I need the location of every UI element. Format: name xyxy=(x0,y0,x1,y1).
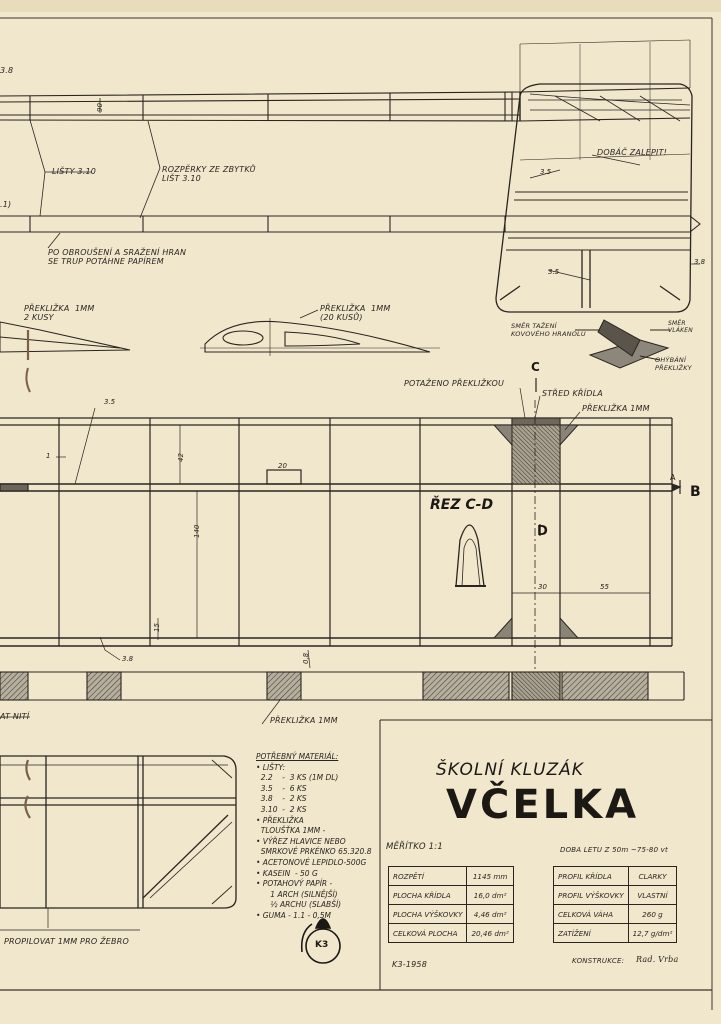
wing-dim-140: 140 xyxy=(193,524,201,538)
materials-line: • PŘEKLIŽKA xyxy=(256,815,304,825)
leading-edge-plywood-label: PŘEKLIŽKA 1mm xyxy=(270,716,338,725)
tip-plywood-label: PŘEKLIŽKA 1mm 2 KUSY xyxy=(24,304,95,322)
wing-center-plywood xyxy=(492,400,580,680)
wing-center-label: STŘED KŘÍDLA xyxy=(542,389,603,398)
wing-rib-sketch xyxy=(200,309,440,356)
section-mark-d: D xyxy=(537,524,548,539)
section-mark-b: B xyxy=(690,484,701,500)
center-plywood-label: PŘEKLIŽKA 1mm xyxy=(582,404,650,413)
spec-value: VLASTNÍ xyxy=(627,885,678,905)
plywood-bending-sketch xyxy=(575,319,670,369)
materials-line: • ACETONOVÉ LEPIDLO-500g xyxy=(256,857,367,867)
thread-label: AT NITÍ xyxy=(0,712,30,721)
wing-dim-30: 30 xyxy=(538,583,547,591)
elevator-plan xyxy=(0,755,237,909)
pull-direction-label: SMĚR TAŽENÍ KOVOVÉHO HRANOLU xyxy=(511,322,586,338)
spec-value: 12,7 g/dm² xyxy=(627,923,678,943)
wing-plan xyxy=(0,417,682,647)
stab-dim-a: 3.5 xyxy=(540,168,552,176)
spec-value: 16,0 dm² xyxy=(466,885,514,905)
dobac-note: DOBÁČ ZALEPIT! xyxy=(597,148,668,157)
spec-label: PLOCHA KŘÍDLA xyxy=(387,885,468,905)
rib-section-cd xyxy=(455,524,486,587)
year-mark: K3-1958 xyxy=(392,960,427,969)
wing-leading-edge-strip xyxy=(0,649,685,725)
title-name: VČELKA xyxy=(446,782,640,828)
spec-label: PROFIL KŘÍDLA xyxy=(553,866,629,886)
k3-logo xyxy=(300,918,341,964)
spec-value: 4,46 dm² xyxy=(466,904,514,924)
grain-direction-label: SMĚR VLÁKEN xyxy=(668,320,693,334)
materials-heading: POTŘEBNÝ MATERIÁL: xyxy=(256,752,339,761)
spec-label: ROZPĚTÍ xyxy=(387,866,468,886)
leading-edge-dim: 0,8 xyxy=(302,652,310,664)
saw-note: PROPILOVAT 1mm PRO ŽEBRO xyxy=(4,937,129,946)
spec-label: PLOCHA VÝŠKOVKY xyxy=(387,904,468,924)
wing-dim-1: 1 xyxy=(46,452,51,460)
materials-line: • VÝŘEZ HLAVICE nebo xyxy=(256,836,346,846)
spec-label: CELKOVÁ PLOCHA xyxy=(387,923,468,943)
wing-dim-15: 15 xyxy=(153,623,161,632)
spec-value: 20,46 dm² xyxy=(466,923,514,943)
wing-spar-dim: 3.5 xyxy=(104,398,116,406)
wingtip-plywood-sketch xyxy=(0,321,131,393)
signature-label: KONSTRUKCE: xyxy=(572,957,625,965)
title-subtitle: ŠKOLNÍ KLUZÁK xyxy=(436,760,584,780)
materials-line: 1 ARCH (SILNĚJŠÍ) xyxy=(256,889,338,899)
bending-label: OHÝBÁNÍ PŘEKLIŽKY xyxy=(655,356,692,372)
rozperky-label: ROZPĚRKY ZE ZBYTKŮ LIŠT 3.10 xyxy=(162,165,256,183)
materials-line: • KASEIN - 50 g xyxy=(256,868,318,878)
wing-dim-42: 42 xyxy=(177,453,185,462)
wing-dim-20: 20 xyxy=(278,462,287,470)
materials-line: • LIŠTY: xyxy=(256,762,285,772)
materials-line: 3.8 - 2 ks xyxy=(256,794,307,804)
flight-time-label: DOBA LETU Z 50m ~75-80 vt xyxy=(560,846,668,854)
materials-line: • GUMA - 1.1 - 0,5m xyxy=(256,910,331,920)
spec-value: 260 g xyxy=(627,904,678,924)
materials-line: 3.10 - 2 ks xyxy=(256,804,307,814)
materials-list: POTŘEBNÝ MATERIÁL: • LIŠTY: 2.2 - 3 ks (… xyxy=(256,752,378,922)
left-edge-label: .1) xyxy=(0,200,12,209)
listy-label: LIŠTY 3.10 xyxy=(52,167,97,176)
section-mark-c: C xyxy=(531,360,540,374)
spec-value: CLARKY xyxy=(627,866,678,886)
plywood-covered-label: POTAŽENO PŘEKLIŽKOU xyxy=(404,379,505,388)
fuselage-dim: 90 xyxy=(96,103,104,112)
materials-line: 3.5 - 6 ks xyxy=(256,783,307,793)
stab-dim-b: 3.5 xyxy=(548,268,560,276)
spec-value: 1145 mm xyxy=(466,866,514,886)
scale-label: MĚŘÍTKO 1:1 xyxy=(386,842,443,852)
spec-label: CELKOVÁ VÁHA xyxy=(553,904,629,924)
wing-dim-55: 55 xyxy=(600,583,609,591)
rib-plywood-label: PŘEKLIŽKA 1mm (20 KUSŮ) xyxy=(320,304,391,322)
spec-label: ZATÍŽENÍ xyxy=(553,923,629,943)
spar-size-label: 3.8 xyxy=(0,66,14,75)
materials-line: ½ ARCHU (SLABŠÍ) xyxy=(256,900,342,910)
materials-line: SMRKOVÉ PRKÉNKO 65.320.8 xyxy=(256,847,372,857)
signature: Rad. Vrba xyxy=(636,955,679,964)
logo-text: K3 xyxy=(315,940,329,950)
materials-line: 2.2 - 3 ks (1m dl) xyxy=(256,773,339,783)
stab-dim-c: 3.8 xyxy=(694,258,706,266)
materials-line: TLOUŠŤKA 1mm - xyxy=(256,826,326,836)
covering-note: PO OBROUŠENÍ A SRAŽENÍ HRAN SE TRUP POTÁ… xyxy=(48,248,187,266)
stabilizer-plan xyxy=(495,39,693,313)
materials-line: • POTAHOVÝ PAPÍR - xyxy=(256,879,333,889)
spec-label: PROFIL VÝŠKOVKY xyxy=(553,885,629,905)
trailing-edge-dim: 3.8 xyxy=(122,655,134,663)
section-mark-a: A xyxy=(670,473,676,482)
section-cd-title: ŘEZ C-D xyxy=(430,497,494,513)
